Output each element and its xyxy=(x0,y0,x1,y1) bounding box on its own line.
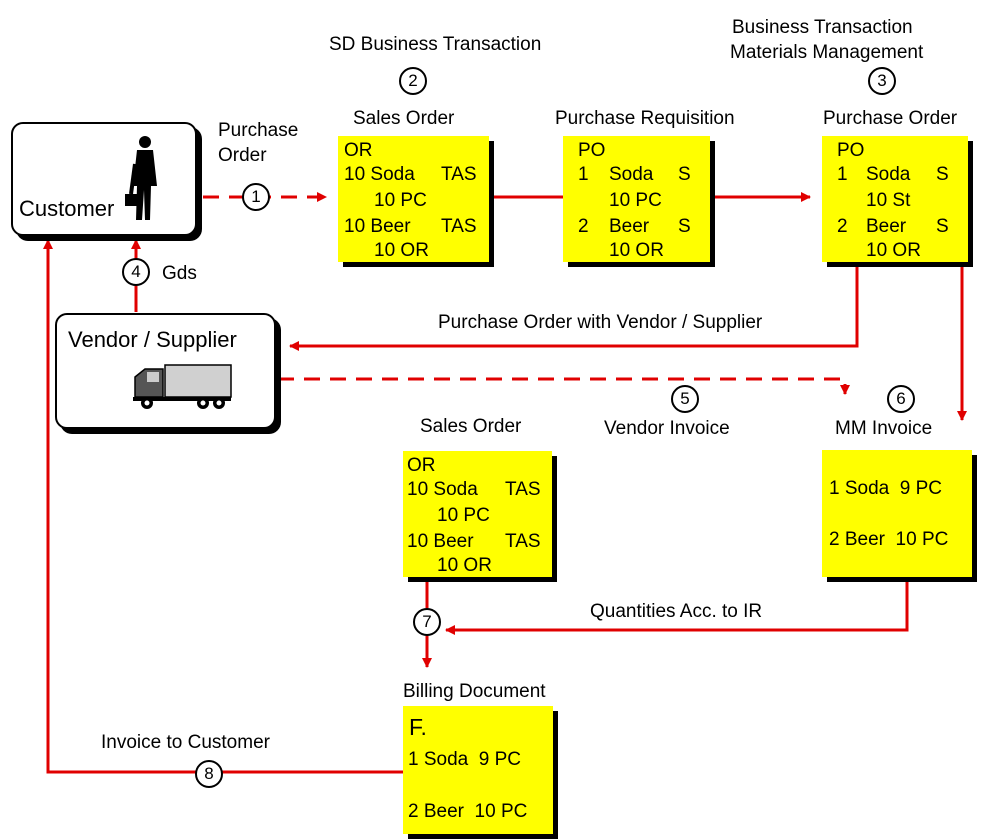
purchase-order-arrow-label-line2: Order xyxy=(218,145,267,166)
vendor-invoice-label: Vendor Invoice xyxy=(604,418,730,439)
businessman-icon xyxy=(125,136,157,220)
mm-transaction-label-line2: Materials Management xyxy=(730,42,924,63)
step-2-badge: 2 xyxy=(399,67,427,95)
purchase-order-arrow-label-line1: Purchase xyxy=(218,120,299,141)
arrow-invoice-to-customer xyxy=(43,239,403,774)
invoice-to-customer-label: Invoice to Customer xyxy=(101,732,270,753)
mm-invoice-title: MM Invoice xyxy=(835,418,933,439)
sd-business-transaction-label: SD Business Transaction xyxy=(329,34,542,55)
po-with-vendor-label: Purchase Order with Vendor / Supplier xyxy=(438,312,763,333)
sales-order-2-title: Sales Order xyxy=(420,416,522,437)
mm-transaction-label-line1: Business Transaction xyxy=(732,17,913,38)
customer-box: Customer xyxy=(11,122,197,236)
truck-icon xyxy=(133,364,232,409)
purchase-order-doc: PO 1 Soda S 10 St 2 Beer S 10 OR xyxy=(822,136,968,262)
arrow-quantities xyxy=(445,577,909,635)
billing-document-doc: F. 1 Soda 9 PC 2 Beer 10 PC xyxy=(403,706,553,834)
quantities-label: Quantities Acc. to IR xyxy=(590,601,763,622)
vendor-box: Vendor / Supplier xyxy=(55,313,276,429)
sales-order-2-doc: OR 10 Soda TAS 10 PC 10 Beer TAS 10 OR xyxy=(403,451,552,577)
purchase-requisition-title: Purchase Requisition xyxy=(555,108,735,129)
step-6-badge: 6 xyxy=(887,385,915,413)
step-7-badge: 7 xyxy=(413,608,441,636)
sales-order-1-doc: OR 10 Soda TAS 10 PC 10 Beer TAS 10 OR xyxy=(338,136,489,262)
vendor-label: Vendor / Supplier xyxy=(68,327,237,352)
step-8-badge: 8 xyxy=(195,760,223,788)
mm-invoice-doc: 1 Soda 9 PC 2 Beer 10 PC xyxy=(822,450,972,577)
purchase-requisition-doc: PO 1 Soda S 10 PC 2 Beer S 10 OR xyxy=(563,136,710,262)
arrow-vendor-invoice xyxy=(278,377,850,395)
sales-order-1-title: Sales Order xyxy=(353,108,455,129)
purchase-order-title: Purchase Order xyxy=(823,108,958,129)
customer-label: Customer xyxy=(19,196,115,221)
billing-document-title: Billing Document xyxy=(403,681,546,702)
step-5-badge: 5 xyxy=(671,385,699,413)
goods-label: Gds xyxy=(162,263,197,284)
step-3-badge: 3 xyxy=(868,67,896,95)
step-4-badge: 4 xyxy=(122,258,150,286)
arrow-po-to-vendor xyxy=(289,262,859,351)
step-1-badge: 1 xyxy=(242,183,270,211)
